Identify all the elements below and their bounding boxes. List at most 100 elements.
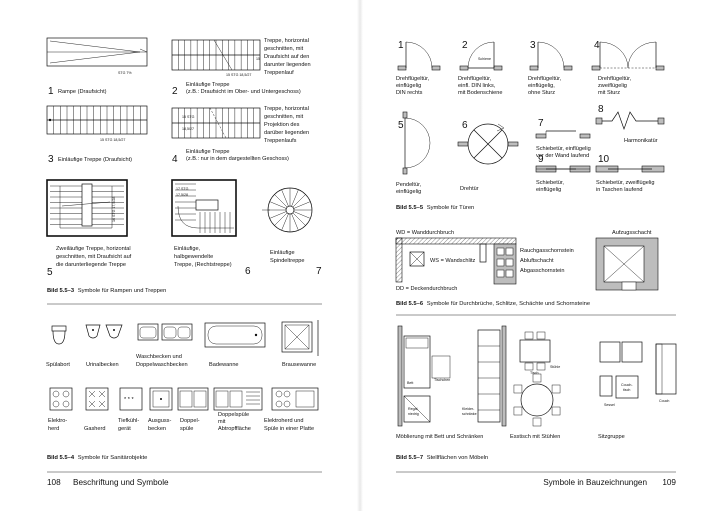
svg-text:Treppe, horizontal: Treppe, horizontal <box>264 38 309 44</box>
svg-text:Projektion des: Projektion des <box>264 122 300 128</box>
svg-text:Treppenlauf: Treppenlauf <box>264 70 294 76</box>
door-3-label-3: ohne Sturz <box>528 90 555 96</box>
shower-tray-symbol <box>281 320 319 356</box>
item-1-label: Rampe (Draufsicht) <box>58 89 107 95</box>
door-7-symbol <box>535 130 591 139</box>
label-niedrig: niedrig <box>408 412 419 416</box>
door-3-symbol <box>529 41 573 71</box>
furniture-dining <box>513 331 561 427</box>
fig-5-5-6-caption: Bild 5.5–6 Symbole für Durchbrüche, Schl… <box>396 301 590 307</box>
item-4-number: 4 <box>172 154 178 165</box>
door-3-label: Drehflügeltür, <box>528 76 562 82</box>
label-bett: Bett <box>407 381 413 385</box>
label-spuelabort: Spülabort <box>46 362 70 368</box>
item-3-number: 3 <box>48 154 54 165</box>
stair2-note: Treppe, horizontal geschnitten, mit Drau… <box>264 38 311 76</box>
label-schraenke: schränke <box>462 412 477 416</box>
door-6-symbol <box>457 123 519 165</box>
door-2-symbol <box>459 41 503 71</box>
label-kleider: Kleider- <box>462 407 475 411</box>
stair5-mark: 16 STG 17,5/28 <box>112 197 116 222</box>
label-regal: Regal, <box>408 407 418 411</box>
item-7-number: 7 <box>316 266 322 277</box>
label-dd: DD = Deckendurchbruch <box>396 286 457 292</box>
svg-text:Abtropffläche: Abtropffläche <box>218 426 251 432</box>
stair-symbol-2 <box>171 39 261 71</box>
stair4-note: Treppe, horizontal geschnitten, mit Proj… <box>264 106 309 144</box>
door-2-tag: Schiene <box>478 57 491 61</box>
freezer-symbol: * * * <box>119 387 143 411</box>
item-3-label: Einläufige Treppe (Draufsicht) <box>58 157 132 163</box>
bathtub-symbol <box>204 322 266 348</box>
door-5-number: 5 <box>398 120 404 131</box>
label-urinalbecken: Urinalbecken <box>86 362 119 368</box>
svg-text:Ausguss-: Ausguss- <box>148 418 171 424</box>
svg-text:Einläufige,: Einläufige, <box>174 246 201 252</box>
stair-symbol-4 <box>171 107 261 139</box>
svg-text:Einläufige: Einläufige <box>270 250 295 256</box>
spiral-label: Einläufige Spindeltreppe <box>270 250 305 264</box>
fig-5-5-4-caption: Bild 5.5–4 Symbole für Sanitärobjekte <box>47 455 147 461</box>
door-9-symbol <box>535 165 591 173</box>
svg-text:Treppe, (Rechtstreppe): Treppe, (Rechtstreppe) <box>174 262 232 268</box>
label-abgas: Abgasschornstein <box>520 268 564 274</box>
door-2-label: Drehflügeltür, <box>458 76 492 82</box>
label-stuehle: Stühle <box>550 365 560 369</box>
label-wd: WD = Wanddurchbruch <box>396 230 454 236</box>
washbasin-symbols <box>137 323 193 341</box>
door-6-label: Drehtür <box>460 186 479 192</box>
svg-text:mit: mit <box>218 419 226 425</box>
svg-text:darunter liegenden: darunter liegenden <box>264 62 311 68</box>
urinal-symbols <box>85 324 123 339</box>
svg-text:Tiefkühl-: Tiefkühl- <box>118 418 139 424</box>
item-4-label: Einläufige Treppe <box>186 149 230 155</box>
door-2-label-3: mit Bodenschiene <box>458 90 502 96</box>
door-4-label-2: zweiflügelig <box>598 83 627 89</box>
door-9-label: Schiebetür, <box>536 180 564 186</box>
sublabel-dining: Esstisch mit Stühlen <box>510 434 560 440</box>
stair-symbol-5 <box>46 179 128 237</box>
door-10-symbol <box>595 165 665 173</box>
sink-basin-symbol <box>149 387 173 411</box>
spiral-stair-symbol <box>262 187 313 233</box>
wc-symbol <box>51 325 67 345</box>
stair-symbol-3 <box>46 105 148 135</box>
door-5-label: Pendeltür, <box>396 182 422 188</box>
footer-section-right: Symbole in Bauzeichnungen <box>543 478 647 487</box>
door-3-label-2: einflügelig, <box>528 83 555 89</box>
electric-stove-symbol <box>49 387 73 411</box>
sublabel-lounge: Sitzgruppe <box>598 434 625 440</box>
label-aufzug: Aufzugsschacht <box>612 230 652 236</box>
svg-text:geschnitten, mit Draufsicht au: geschnitten, mit Draufsicht auf <box>56 254 132 260</box>
stair4-mark-2: 18,5/27 <box>182 127 194 131</box>
stair6-label: Einläufige, halbgewendelte Treppe, (Rech… <box>174 246 232 268</box>
svg-text:becken: becken <box>148 426 166 432</box>
shaft-plan <box>395 237 517 285</box>
door-8-number: 8 <box>598 104 604 115</box>
svg-text:geschnitten, mit: geschnitten, mit <box>264 46 304 52</box>
book-gutter <box>357 0 363 511</box>
svg-text:darüber liegenden: darüber liegenden <box>264 130 309 136</box>
svg-text:Doppel-: Doppel- <box>180 418 200 424</box>
door-2-label-2: einfl. DIN links, <box>458 83 496 89</box>
furniture-bedroom <box>397 325 507 427</box>
door-4-label-3: mit Sturz <box>598 90 620 96</box>
fig-5-5-7-caption: Bild 5.5–7 Stellflächen von Möbeln <box>396 455 488 461</box>
svg-text:gerät: gerät <box>118 426 131 432</box>
stair5-label: Zweiläufige Treppe, horizontal geschnitt… <box>56 246 132 268</box>
ramp-symbol <box>46 37 148 67</box>
svg-text:Doppelspüle: Doppelspüle <box>218 412 249 418</box>
sanitary-row2-labels: Elektro- herd Gasherd Tiefkühl- gerät Au… <box>48 412 314 432</box>
svg-text:Zweiläufige Treppe, horizontal: Zweiläufige Treppe, horizontal <box>56 246 131 252</box>
label-abluft: Abluftschacht <box>520 258 554 264</box>
item-2-label: Einläufige Treppe <box>186 82 230 88</box>
svg-text:herd: herd <box>48 426 59 432</box>
label-tisch: Tisch <box>530 371 538 375</box>
stair6-mark-2: 17,5/28 <box>176 193 188 197</box>
right-page: 1 Drehflügeltür, einflügelig DIN rechts … <box>360 0 720 511</box>
item-6-number: 6 <box>245 266 251 277</box>
item-1-number: 1 <box>48 86 54 97</box>
door-1-number: 1 <box>398 40 404 51</box>
svg-text:Gasherd: Gasherd <box>84 426 105 432</box>
door-10-label: Schiebetür, zweiflügelig <box>596 180 654 186</box>
